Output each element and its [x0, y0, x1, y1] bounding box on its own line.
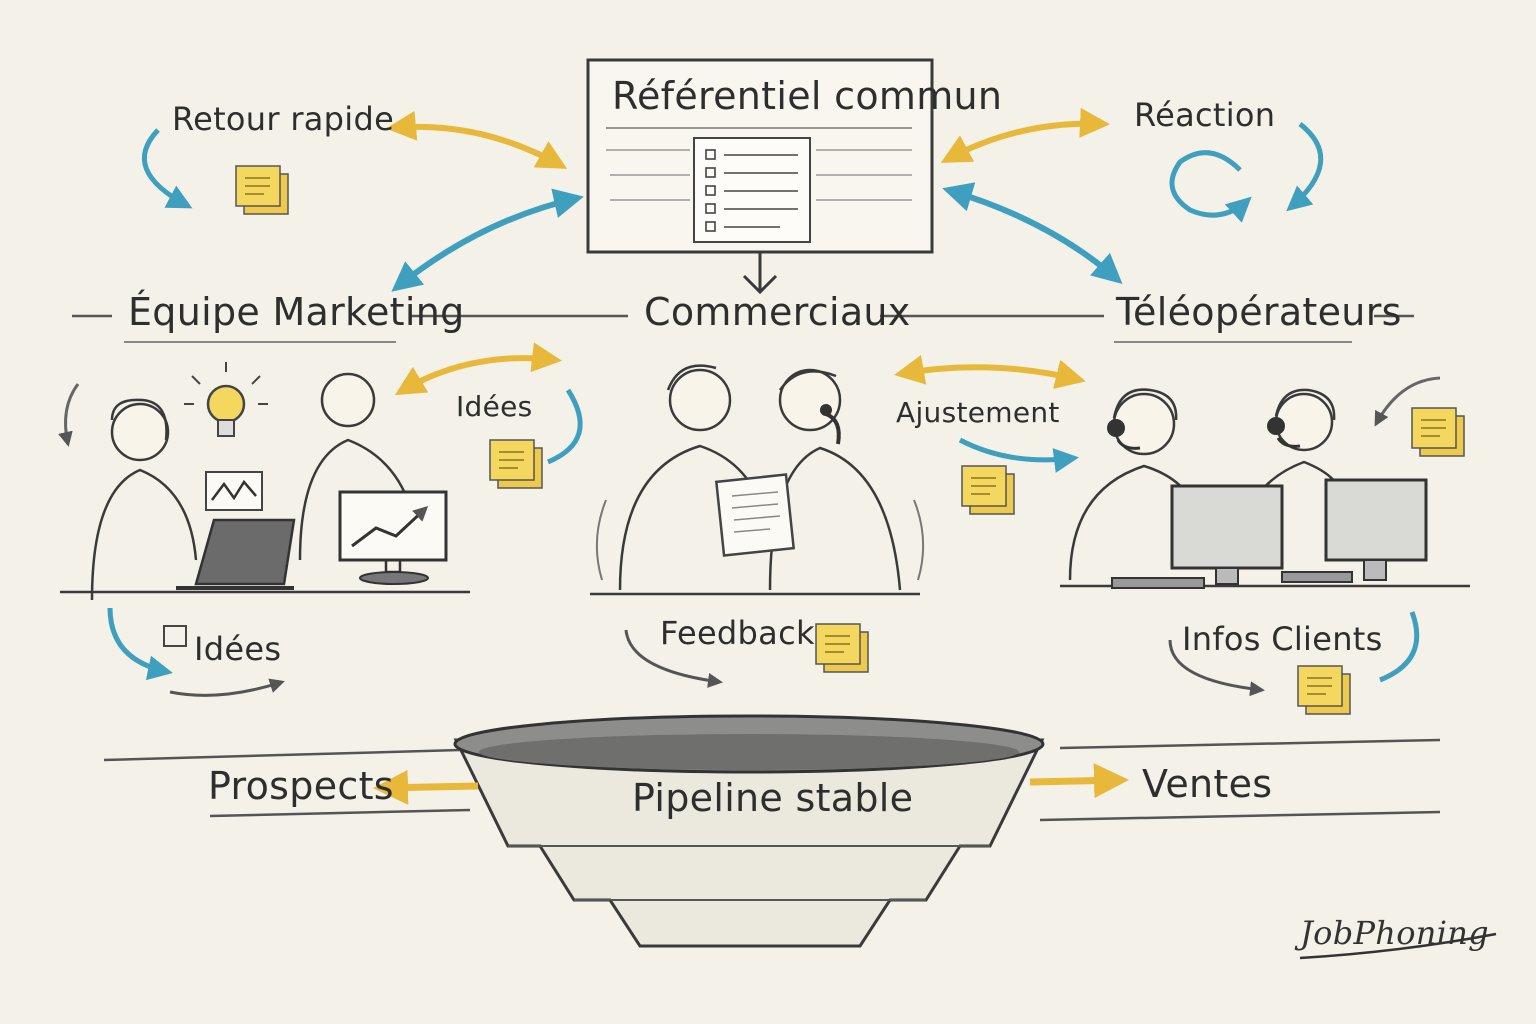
label-feedback: Feedback: [660, 614, 815, 652]
label-reaction: Réaction: [1134, 96, 1276, 134]
arrow-quick-feedback-board: [386, 110, 568, 169]
quick-feedback-curve-arrow: [141, 128, 193, 209]
arrow-to-prospects: [373, 769, 479, 805]
checklist-icon: [693, 137, 811, 243]
label-ideas-top: Idées: [456, 390, 533, 423]
document-icon: [714, 473, 796, 557]
monitor-chart-icon: [338, 490, 448, 585]
cycle-arrows-icon: [1169, 122, 1324, 223]
team-sales-title: Commerciaux: [644, 290, 911, 334]
sticky-note-icon: [235, 165, 289, 215]
wave-chart-icon: [205, 471, 263, 511]
funnel-icon: [103, 714, 1441, 948]
sales-team-illustration: [590, 364, 920, 596]
lightbulb-icon: [184, 362, 268, 437]
sticky-note-icon: [815, 623, 869, 673]
arrow-board-telemarketing: [942, 182, 1123, 284]
funnel-right-label: Ventes: [1142, 762, 1273, 806]
laptop-icon: [176, 518, 296, 590]
headset-icon: [1267, 417, 1301, 448]
sticky-note-icon: [1411, 407, 1465, 457]
sticky-note-icon: [489, 439, 543, 489]
headset-icon: [1107, 419, 1141, 450]
ideas-bottom-curve-arrow: [107, 607, 173, 681]
arrow-to-ventes: [1029, 763, 1129, 799]
label-ideas-bottom: Idées: [194, 630, 282, 668]
monitor-icon: [1111, 484, 1284, 589]
label-quick-feedback: Retour rapide: [172, 100, 395, 138]
adjustment-curve-arrow: [958, 437, 1079, 473]
marketing-team-illustration: [60, 372, 470, 601]
arrow-board-marketing: [391, 188, 584, 292]
team-telemarketing-title: Téléopérateurs: [1116, 290, 1402, 334]
label-adjustment: Ajustement: [896, 396, 1060, 429]
arrow-marketing-sales: [394, 342, 562, 396]
sticky-note-icon: [1297, 665, 1351, 715]
monitor-icon: [1281, 478, 1428, 583]
ideas-curve-arrow: [547, 388, 583, 465]
sticky-note-icon: [961, 465, 1015, 515]
checkbox-icon: [163, 625, 187, 647]
team-marketing-title: Équipe Marketing: [128, 290, 465, 334]
headset-icon: [820, 404, 841, 445]
label-customer-info: Infos Clients: [1182, 620, 1383, 658]
arrow-board-reaction: [940, 107, 1110, 163]
funnel-left-label: Prospects: [208, 764, 394, 808]
brand-underline: [1299, 932, 1497, 960]
brand-logo: JobPhoning: [1300, 914, 1489, 952]
central-board-title: Référentiel commun: [612, 74, 1003, 118]
arrow-sales-telemarketing: [894, 355, 1086, 389]
funnel-center-label: Pipeline stable: [632, 776, 914, 820]
